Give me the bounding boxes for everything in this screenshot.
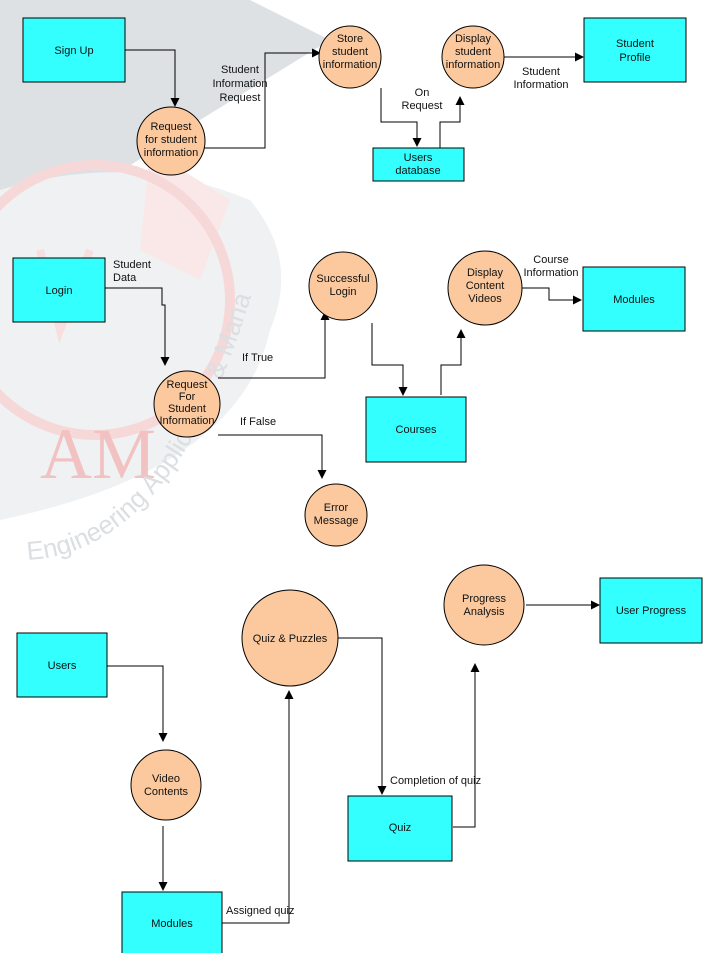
label-flow-if-true: If True xyxy=(242,352,273,364)
entity-student-profile xyxy=(583,17,687,83)
process-error-message xyxy=(304,483,368,547)
process-video-contents xyxy=(130,749,202,821)
flow-request-to-store xyxy=(203,48,321,149)
processes xyxy=(130,25,525,821)
label-modules-top: Modules xyxy=(613,294,655,306)
flow-signup-to-request xyxy=(125,49,180,107)
label-quiz: Quiz xyxy=(389,822,412,834)
entity-user-progress xyxy=(599,577,703,644)
process-display-videos xyxy=(447,250,523,326)
entity-login xyxy=(12,257,106,323)
label-user-progress: User Progress xyxy=(616,605,687,617)
label-modules-bottom: Modules xyxy=(151,918,193,930)
process-progress-analysis xyxy=(443,564,525,646)
flow-display-to-modules xyxy=(522,287,582,305)
flow-db-to-display xyxy=(439,96,465,148)
label-process-quiz-puzzles: Quiz & Puzzles xyxy=(253,633,328,645)
entity-users xyxy=(16,632,108,698)
flow-if-true xyxy=(218,311,330,379)
flow-users-to-video xyxy=(107,665,168,742)
process-successful-login xyxy=(308,251,378,321)
label-login: Login xyxy=(46,285,73,297)
label-sign-up: Sign Up xyxy=(54,45,93,57)
flow-modules-to-quizpuzzles xyxy=(222,690,294,924)
flow-lines xyxy=(105,48,600,924)
flow-quiz-to-progress xyxy=(453,663,480,828)
label-flow-assigned-quiz: Assigned quiz xyxy=(226,905,295,917)
process-request-info-2 xyxy=(153,370,221,438)
flow-login-to-request xyxy=(105,287,170,366)
label-courses: Courses xyxy=(396,424,437,436)
process-display-info xyxy=(441,25,505,89)
entity-sign-up xyxy=(22,17,126,83)
flow-login-to-courses xyxy=(371,323,408,396)
flow-if-false xyxy=(218,434,327,479)
entities xyxy=(12,17,703,953)
entity-modules-bottom xyxy=(121,891,223,953)
label-flow-if-false: If False xyxy=(240,416,276,428)
process-request-info-1 xyxy=(136,106,206,176)
label-flow-completion-of-quiz: Completion of quiz xyxy=(390,775,481,787)
watermark-letters: AM xyxy=(40,414,156,494)
entity-users-database xyxy=(372,147,465,182)
entity-quiz xyxy=(347,795,453,862)
label-users: Users xyxy=(48,660,77,672)
flow-courses-to-display xyxy=(440,329,466,395)
process-quiz-puzzles xyxy=(241,589,339,687)
flow-store-to-db xyxy=(380,88,422,147)
flow-quizpuzzles-to-quiz xyxy=(323,637,387,795)
process-store-info xyxy=(318,25,382,89)
entity-modules-top xyxy=(582,266,686,332)
entity-courses xyxy=(365,396,467,463)
